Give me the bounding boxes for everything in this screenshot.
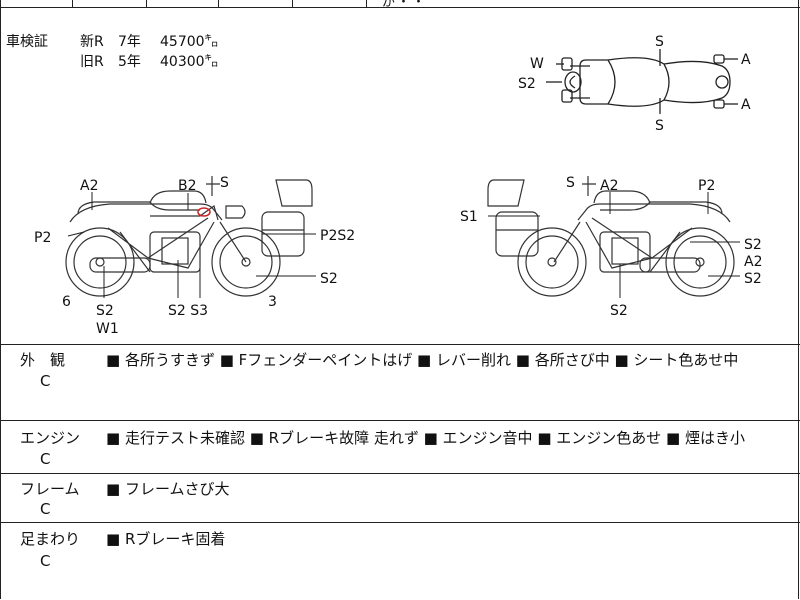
inspection-new-label: 新R [80,34,104,50]
section-engine-label: エンジン [20,429,81,447]
left-mark-six: 6 [62,294,71,310]
top-mark-s-top: S [655,34,664,50]
right-mark-s: S [566,175,575,191]
section-frame-text: ■ フレームさび大 [106,480,230,498]
right-mark-s2-a: S2 [744,237,762,253]
inspection-new-value: 45700㌔ [160,34,219,50]
right-mark-a2-b: A2 [744,254,762,270]
left-mark-s2-w1-a: S2 [96,303,114,319]
left-mark-s2-w1-b: W1 [96,321,119,337]
left-mark-p2s2: P2S2 [320,228,355,244]
section-engine-grade: C [40,450,51,468]
section-exterior-grade: C [40,372,51,390]
inspection-new-year: 7年 [118,34,141,50]
top-mark-a-bottom: A [741,97,751,113]
right-mark-p2: P2 [698,178,715,194]
right-mark-s1: S1 [460,209,478,225]
section-exterior-label: 外 観 [20,351,66,369]
top-cell [218,0,293,7]
top-mark-s2: S2 [518,76,536,92]
right-mark-s2-bottom: S2 [610,303,628,319]
damage-circle-mark [197,207,211,217]
right-leader-lines [488,192,740,298]
section-engine-text: ■ 走行テスト未確認 ■ Rブレーキ故障 走れず ■ エンジン音中 ■ エンジン… [106,429,745,447]
section-suspension-grade: C [40,552,51,570]
right-mark-s2-b: S2 [744,271,762,287]
left-mark-s: S [220,175,229,191]
section-divider [0,420,800,421]
left-mark-b2: B2 [178,178,197,194]
inspection-old-year: 5年 [118,54,141,70]
left-mark-s2-right: S2 [320,271,338,287]
top-cell [146,0,219,7]
top-cell [292,0,367,7]
inspection-old-value: 40300㌔ [160,54,219,70]
left-mark-s2s3: S2 S3 [168,303,208,319]
motorcycle-right-view [487,176,735,297]
section-divider [0,473,800,474]
section-frame-grade: C [40,500,51,518]
left-leader-lines [67,192,316,298]
left-mark-a2: A2 [80,178,98,194]
left-mark-p2: P2 [34,230,51,246]
section-exterior-text: ■ 各所うすきず ■ Fフェンダーペイントはげ ■ レバー削れ ■ 各所さび中 … [106,351,739,369]
top-cell [0,0,73,7]
section-suspension-text: ■ Rブレーキ固着 [106,530,226,548]
section-frame-label: フレーム [20,480,80,498]
damage-diagram: W S2 S S A A A2 B2 S P2 [34,34,762,337]
motorcycle-left-view [65,176,313,297]
section-suspension-label: 足まわり [20,530,81,548]
top-table-row [0,0,800,8]
inspection-old-label: 旧R [80,54,104,70]
top-mark-w: W [530,56,544,72]
left-mark-three: 3 [268,294,277,310]
header-partial-text: が・・ [382,0,428,10]
section-divider [0,344,800,345]
motorcycle-top-view [546,49,738,114]
inspection-label: 車検証 [6,34,48,50]
right-mark-a2: A2 [600,178,618,194]
section-divider [0,522,800,523]
top-cell [72,0,147,7]
top-mark-s-bottom: S [655,118,664,134]
top-mark-a-top: A [741,52,751,68]
